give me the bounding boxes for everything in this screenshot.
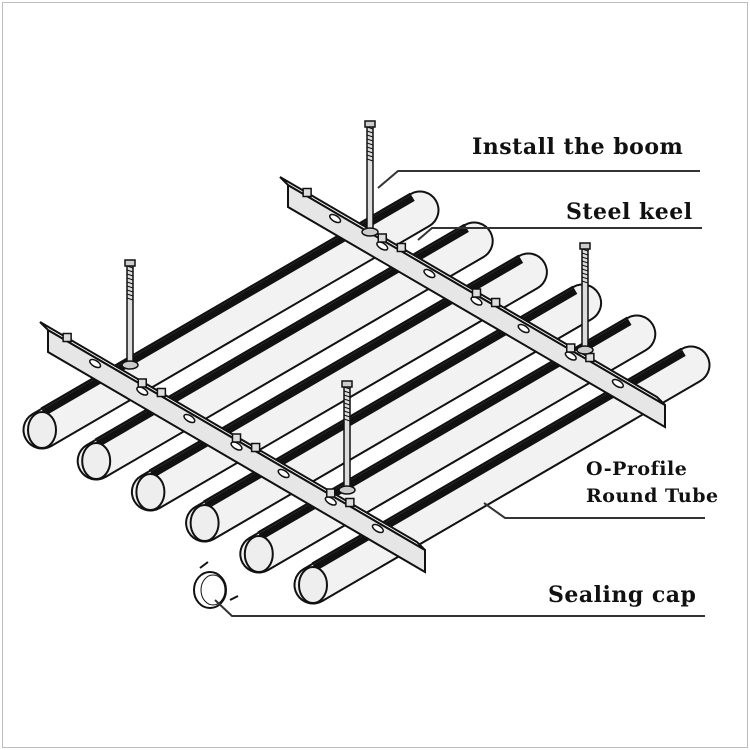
keel-slot: [183, 413, 196, 424]
clip-bolt: [250, 442, 261, 453]
clip-bolt: [471, 288, 482, 298]
keel-slot: [89, 358, 102, 369]
clip-bolt: [585, 352, 595, 363]
leader-install-boom: [377, 170, 700, 189]
clip-bolt: [326, 488, 336, 498]
rod-thread: [343, 418, 351, 422]
rod-thread: [581, 268, 589, 272]
rod-shaft: [581, 244, 589, 351]
clip-bolt: [345, 497, 355, 508]
rod-thread: [126, 269, 134, 273]
suspension-rod: [338, 380, 356, 495]
leader-round-tube: [483, 502, 705, 519]
clip-bolt: [302, 187, 312, 198]
suspension-rod: [361, 120, 379, 237]
suspension-rod: [576, 242, 594, 355]
rod-thread: [581, 272, 589, 276]
tube-end-cap: [189, 504, 220, 542]
rod-thread: [343, 394, 351, 398]
rod-thread: [126, 297, 134, 301]
rod-thread: [581, 264, 589, 268]
rod-hanger: [576, 345, 594, 355]
rod-thread: [366, 146, 374, 150]
clip-bolt: [62, 332, 72, 343]
keel-slot: [371, 523, 384, 534]
label-round-tube: Round Tube: [586, 485, 719, 507]
label-install-boom: Install the boom: [472, 134, 684, 160]
keel-slot: [611, 378, 624, 389]
rod-thread: [366, 158, 374, 162]
rod-thread: [126, 281, 134, 285]
clip-bolt: [156, 387, 167, 398]
clip-bolt: [490, 297, 501, 308]
keel-slot: [324, 496, 337, 506]
tube-end-cap: [298, 566, 328, 604]
rod-thread: [343, 398, 351, 402]
tube-end-cap: [27, 411, 57, 449]
rod-thread: [343, 390, 351, 394]
rod-thread: [343, 406, 351, 410]
rod-thread: [366, 130, 374, 134]
rod-thread: [343, 414, 351, 418]
sealing-cap: [193, 561, 239, 609]
leader-steel-keel: [417, 227, 702, 241]
rod-hanger: [338, 485, 356, 495]
rod-thread: [126, 285, 134, 289]
rod-thread: [366, 142, 374, 146]
cap-disc: [193, 571, 227, 609]
rod-thread: [343, 410, 351, 414]
rod-thread: [126, 289, 134, 293]
clip-bolt: [231, 433, 242, 443]
cap-rim: [200, 574, 226, 606]
keel-slot: [277, 468, 290, 479]
label-sealing-cap: Sealing cap: [548, 582, 697, 608]
steel-keel-front: [39, 321, 426, 574]
clip-bolt: [396, 242, 407, 253]
suspension-rod: [121, 259, 139, 370]
rod-thread: [126, 273, 134, 277]
rod-nut: [341, 380, 353, 388]
clip-bolt: [137, 378, 147, 388]
rod-thread: [581, 260, 589, 264]
rod-nut: [579, 242, 591, 250]
rod-thread: [581, 256, 589, 260]
keel-slot: [230, 441, 243, 451]
rod-shaft: [126, 261, 134, 366]
tube-end-cap: [135, 473, 166, 511]
rod-nut: [124, 259, 136, 267]
keel-slot: [136, 386, 149, 396]
tube-end-cap: [243, 535, 274, 573]
rod-thread: [366, 138, 374, 142]
rod-thread: [366, 154, 374, 158]
keel-slot: [376, 241, 389, 251]
clip-bolt: [566, 343, 576, 353]
keel-slot: [470, 296, 483, 306]
label-steel-keel: Steel keel: [566, 199, 693, 225]
clip-bolt: [377, 233, 387, 243]
rod-thread: [343, 402, 351, 406]
keel-slot: [329, 213, 342, 224]
cap-arrows: [199, 561, 239, 601]
leader-sealing-cap: [214, 599, 705, 617]
rod-thread: [366, 150, 374, 154]
rod-thread: [581, 276, 589, 280]
rod-hanger: [361, 227, 379, 237]
rod-thread: [126, 277, 134, 281]
rod-thread: [366, 134, 374, 138]
rod-hanger: [121, 360, 139, 370]
keel-slot: [517, 323, 530, 334]
tube-end-cap: [81, 442, 112, 480]
label-o-profile: O-Profile: [586, 458, 688, 480]
keel-slot: [423, 268, 436, 279]
rod-nut: [364, 120, 376, 128]
rod-thread: [581, 280, 589, 284]
keel-slot: [564, 351, 577, 361]
rod-thread: [126, 293, 134, 297]
rod-thread: [581, 252, 589, 256]
